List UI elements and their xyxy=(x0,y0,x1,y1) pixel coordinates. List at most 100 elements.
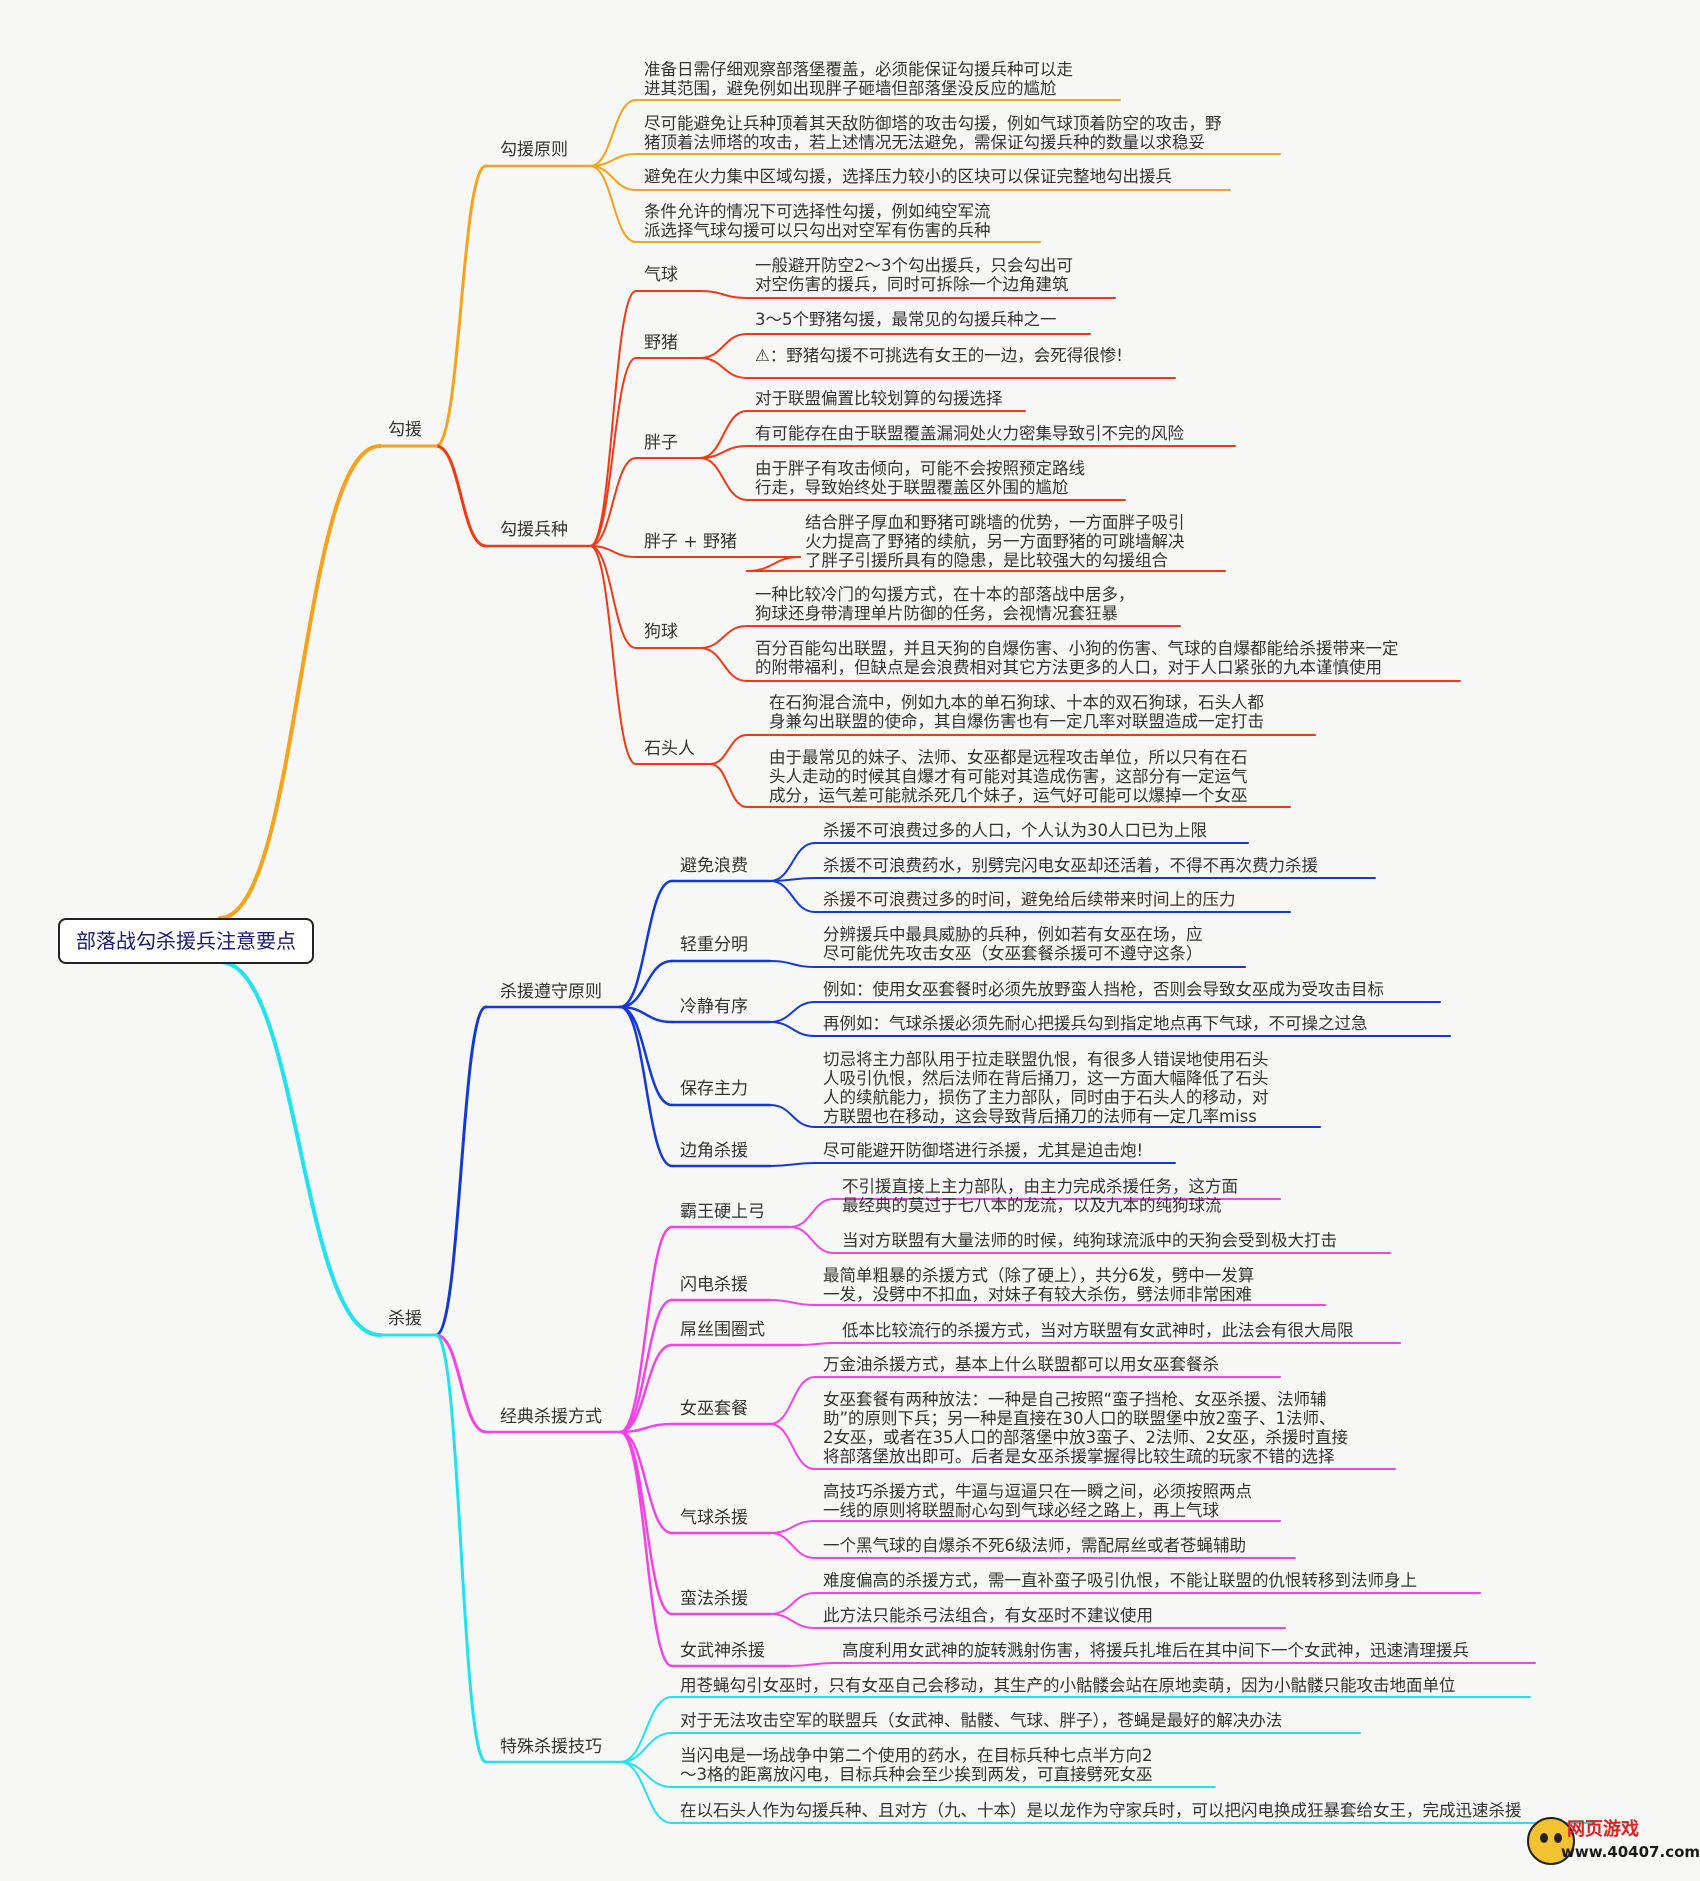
group-shitouren: 石头人 xyxy=(644,739,695,759)
link-red-leaf1 xyxy=(699,333,748,359)
leaf-ts3: 当闪电是一场战争中第二个使用的药水，在目标兵种七点半方向2～3格的距离放闪电，目… xyxy=(680,1746,1153,1784)
leaf-pz1: 对于联盟偏置比较划算的勾援选择 xyxy=(755,389,1003,408)
link-mag-leaf6 xyxy=(769,1520,816,1534)
link-s2-qiqiu xyxy=(589,290,637,547)
link-mag-leaf4 xyxy=(769,1376,816,1425)
link-s5-leaf1 xyxy=(619,1732,673,1763)
leaf-bj1: 尽可能避开防御塔进行杀援，尤其是迫击炮! xyxy=(823,1141,1144,1160)
leaf-bm1: 杀援不可浪费过多的人口，个人认为30人口已为上限 xyxy=(823,821,1207,840)
leaf-gq2: 百分百能勾出联盟，并且天狗的自爆伤害、小狗的伤害、气球的自爆都能给杀援带来一定的… xyxy=(755,639,1399,677)
site-logo: 网页游戏 www.40407.com xyxy=(1527,1813,1700,1873)
link-red-leaf2 xyxy=(699,357,748,379)
link-s4-nwssy xyxy=(618,1430,674,1668)
link-s4-bwyg xyxy=(618,1225,674,1434)
link-red-leaf7 xyxy=(699,625,748,649)
sub-gouyuan-bingzhong: 勾援兵种 xyxy=(500,520,568,540)
leaf-bm3: 杀援不可浪费过多的时间，避免给后续带来时间上的压力 xyxy=(823,890,1236,909)
link-mag-leaf9 xyxy=(769,1613,816,1629)
link-s3-qzfm xyxy=(618,959,674,1009)
leaf-ds1: 低本比较流行的杀援方式，当对方联盟有女武神时，此法会有很大局限 xyxy=(842,1321,1354,1340)
leaf-qq1: 一般避开防空2～3个勾出援兵，只会勾出可对空伤害的援兵，同时可拆除一个边角建筑 xyxy=(755,256,1073,294)
link-s2-shitou xyxy=(589,545,637,765)
branch-gouyuan: 勾援 xyxy=(388,420,422,440)
link-s5-leaf2 xyxy=(619,1761,673,1788)
link-red-leaf4 xyxy=(699,445,748,459)
link-red-leaf9 xyxy=(709,734,748,765)
group-bimian-langfei: 避免浪费 xyxy=(680,856,748,876)
link-s2-gouqiu xyxy=(589,545,637,649)
mascot-icon xyxy=(1527,1817,1575,1865)
link-red-leaf5 xyxy=(699,457,748,501)
leaf-nw1: 高度利用女武神的旋转溅射伤害，将援兵扎堆后在其中间下一个女武神，迅速清理援兵 xyxy=(842,1641,1469,1660)
link-mag-leaf7 xyxy=(769,1532,816,1559)
group-diaosi-weiquan: 屌丝围圈式 xyxy=(680,1320,765,1340)
leaf-bm2: 杀援不可浪费药水，别劈完闪电女巫却还活着，不得不再次费力杀援 xyxy=(823,856,1318,875)
leaf-st1: 在石狗混合流中，例如九本的单石狗球、十本的双石狗球，石头人都身兼勾出联盟的使命，… xyxy=(769,693,1264,731)
link-mag-leaf0 xyxy=(789,1198,835,1228)
link-mag-leaf1 xyxy=(789,1226,835,1254)
leaf-ts2: 对于无法攻击空军的联盟兵（女武神、骷髅、气球、胖子），苍蝇是最好的解决办法 xyxy=(680,1711,1283,1730)
link-blue-leaf0 xyxy=(769,842,816,882)
link-red-leaf10 xyxy=(709,763,748,808)
leaf-lj1: 例如：使用女巫套餐时必须先放野蛮人挡枪，否则会导致女巫成为受攻击目标 xyxy=(823,980,1384,999)
leaf-sd1: 最简单粗暴的杀援方式（除了硬上），共分6发，劈中一发算一发，没劈中不扣血，对妹子… xyxy=(823,1266,1255,1304)
link-red-leaf8 xyxy=(699,647,748,682)
link-s3-bmlf xyxy=(618,879,674,1009)
leaf-py1: 结合胖子厚血和野猪可跳墙的优势，一方面胖子吸引火力提高了野猪的续航，另一方面野猪… xyxy=(805,513,1185,570)
group-baocun-zhuli: 保存主力 xyxy=(680,1079,748,1099)
leaf-nv1: 万金油杀援方式，基本上什么联盟都可以用女巫套餐杀 xyxy=(823,1355,1219,1374)
leaf-pz3: 由于胖子有攻击倾向，可能不会按照预定路线行走，导致始终处于联盟覆盖区外围的尴尬 xyxy=(755,459,1085,497)
group-gouqiu: 狗球 xyxy=(644,622,678,642)
leaf-qz1: 分辨援兵中最具威胁的兵种，例如若有女巫在场，应尽可能优先攻击女巫（女巫套餐杀援可… xyxy=(823,925,1203,963)
link-blue-leaf2 xyxy=(769,880,816,913)
sub-teshu-jiqiao: 特殊杀援技巧 xyxy=(500,1737,602,1757)
link-blue-leaf6 xyxy=(769,1104,816,1128)
link-mag-leaf5 xyxy=(769,1423,816,1470)
leaf-qs2: 一个黑气球的自爆杀不死6级法师，需配屌丝或者苍蝇辅助 xyxy=(823,1536,1246,1555)
leaf-mf1: 难度偏高的杀援方式，需一直补蛮子吸引仇恨，不能让联盟的仇恨转移到法师身上 xyxy=(823,1571,1417,1590)
leaf-gy4: 条件允许的情况下可选择性勾援，例如纯空军流派选择气球勾援可以只勾出对空军有伤害的… xyxy=(644,202,991,240)
sub-jingdian-fangshi: 经典杀援方式 xyxy=(500,1407,602,1427)
leaf-gy3: 避免在火力集中区域勾援，选择压力较小的区块可以保证完整地勾出援兵 xyxy=(644,167,1172,186)
link-red-leaf0 xyxy=(699,290,748,299)
leaf-mf2: 此方法只能杀弓法组合，有女巫时不建议使用 xyxy=(823,1606,1153,1625)
leaf-bc1: 切忌将主力部队用于拉走联盟仇恨，有很多人错误地使用石头人吸引仇恨，然后法师在背后… xyxy=(823,1050,1269,1126)
link-s4-nvtc xyxy=(618,1422,674,1434)
sub-gouyuan-yuanze: 勾援原则 xyxy=(500,140,568,160)
link-s3-bjsy xyxy=(618,1005,674,1168)
link-mag-leaf8 xyxy=(769,1592,816,1615)
sub-shayuan-yuanze: 杀援遵守原则 xyxy=(500,982,602,1002)
link-blue-leaf5 xyxy=(769,1021,816,1037)
group-bawang-yingshanggong: 霸王硬上弓 xyxy=(680,1202,765,1222)
link-shayuan-jingdian xyxy=(434,1333,488,1434)
group-nvwu-taocan: 女巫套餐 xyxy=(680,1399,748,1419)
group-pangzi: 胖子 xyxy=(644,433,678,453)
leaf-lj2: 再例如：气球杀援必须先耐心把援兵勾到指定地点再下气球，不可操之过急 xyxy=(823,1014,1368,1033)
link-s5-leaf3 xyxy=(619,1761,673,1824)
link-s3-ljyx xyxy=(618,1005,674,1024)
link-blue-leaf7 xyxy=(769,1162,816,1167)
group-bianjiao-shayuan: 边角杀援 xyxy=(680,1141,748,1161)
link-s4-dswq xyxy=(618,1343,674,1434)
group-shandian-shayuan: 闪电杀援 xyxy=(680,1275,748,1295)
group-yezhu: 野猪 xyxy=(644,333,678,353)
leaf-ts1: 用苍蝇勾引女巫时，只有女巫自己会移动，其生产的小骷髅会站在原地卖萌，因为小骷髅只… xyxy=(680,1676,1456,1695)
link-gouyuan-yuanze xyxy=(434,164,488,448)
link-s2-pzyz xyxy=(589,545,637,558)
mindmap-links xyxy=(218,99,1596,1824)
group-manfa-shayuan: 蛮法杀援 xyxy=(680,1589,748,1609)
group-pangzi-yezhu: 胖子 + 野猪 xyxy=(644,532,738,552)
link-shayuan-teshu xyxy=(434,1333,488,1764)
group-lengjing-youxu: 冷静有序 xyxy=(680,997,748,1017)
link-mag-leaf10 xyxy=(789,1662,835,1667)
link-s4-mfsy xyxy=(618,1430,674,1616)
link-s5-leaf0 xyxy=(619,1696,673,1763)
leaf-nv2: 女巫套餐有两种放法：一种是自己按照“蛮子挡枪、女巫杀援、法师辅助”的原则下兵；另… xyxy=(823,1390,1348,1466)
branch-shayuan: 杀援 xyxy=(388,1309,422,1329)
link-blue-leaf3 xyxy=(769,960,816,968)
group-qingzhong-fenming: 轻重分明 xyxy=(680,935,748,955)
root-node: 部落战勾杀援兵注意要点 xyxy=(58,918,314,964)
link-s1-leaf0 xyxy=(589,99,637,167)
link-red-leaf6 xyxy=(746,556,801,572)
link-mag-leaf3 xyxy=(799,1342,835,1346)
